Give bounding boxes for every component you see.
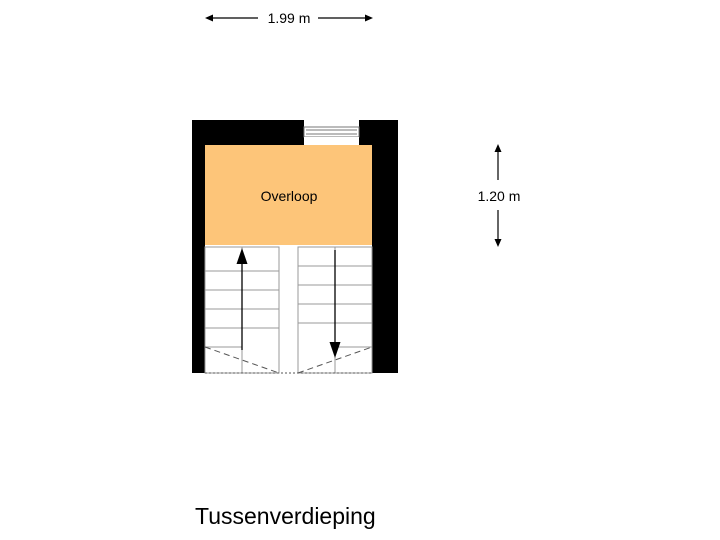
width-dimension-label: 1.99 m (268, 10, 311, 26)
walls (192, 120, 398, 373)
depth-dimension: 1.20 m (478, 144, 521, 247)
window (303, 126, 360, 145)
overloop-room-label: Overloop (261, 188, 318, 204)
stair-up-arrow-icon (236, 248, 248, 350)
stair-down-arrow-icon (329, 250, 341, 358)
depth-dimension-label: 1.20 m (478, 188, 521, 204)
overloop-room (205, 145, 372, 245)
width-dimension: 1.99 m (205, 10, 373, 26)
floor-title: Tussenverdieping (195, 503, 376, 529)
